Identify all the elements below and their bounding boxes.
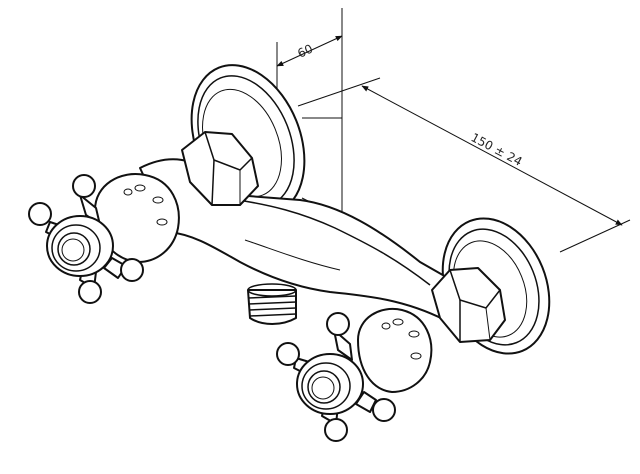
spacing-dimension-line xyxy=(361,85,623,226)
handle-knob-top-left xyxy=(72,174,96,198)
valve-housing-left xyxy=(94,173,180,263)
extension-line-bottom xyxy=(559,219,631,253)
connection-nut-right xyxy=(431,267,506,343)
cross-handle-left[interactable] xyxy=(28,174,144,304)
handle-knob-left-left xyxy=(28,202,52,226)
handle-knob-right-right xyxy=(372,398,396,422)
handle-knob-bottom-right xyxy=(324,418,348,442)
threaded-outlet xyxy=(247,283,297,325)
spacing-dimension-label: 150 ± 24 xyxy=(469,130,525,169)
handle-knob-left-right xyxy=(276,342,300,366)
handle-knob-right-left xyxy=(120,258,144,282)
connection-nut-left xyxy=(181,131,259,206)
depth-dimension-label: 60 xyxy=(295,42,315,61)
cross-handle-right[interactable] xyxy=(276,312,396,442)
handle-knob-top-right xyxy=(326,312,350,336)
valve-housing-right xyxy=(357,307,433,393)
extension-line-top xyxy=(297,77,381,107)
dimension-depth: 60 xyxy=(276,8,343,218)
depth-dimension-line xyxy=(276,35,343,67)
handle-knob-bottom-left xyxy=(78,280,102,304)
